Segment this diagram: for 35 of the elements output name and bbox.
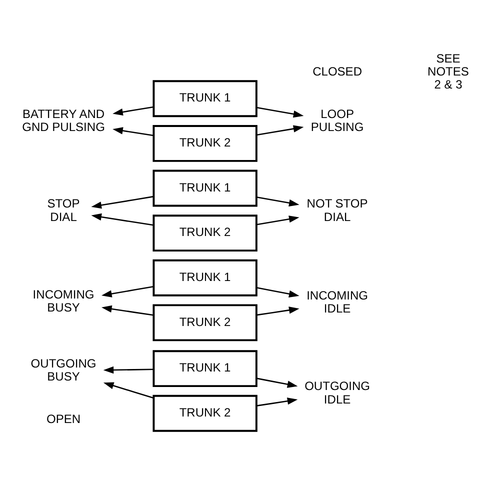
node-box: TRUNK 1	[152, 169, 258, 206]
node-box: TRUNK 2	[152, 394, 258, 432]
node-text: INCOMING BUSY	[32, 286, 94, 314]
arrow	[112, 106, 154, 116]
label: CLOSED	[312, 64, 362, 78]
arrow	[256, 124, 304, 136]
arrow	[112, 126, 154, 136]
node-text: OUTGOING BUSY	[30, 356, 96, 383]
label: OPEN	[46, 412, 81, 426]
arrow	[91, 195, 154, 208]
node-text: BATTERY AND GND PULSING	[22, 106, 105, 134]
arrow	[256, 377, 298, 388]
node-box: TRUNK 1	[152, 350, 258, 387]
node-text: NOT STOP DIAL	[306, 196, 368, 224]
node-box: TRUNK 2	[152, 214, 258, 252]
arrow	[256, 106, 304, 118]
arrow	[102, 285, 154, 297]
node-text: INCOMING IDLE	[306, 288, 368, 316]
label: SEE NOTES 2 & 3	[428, 50, 469, 92]
arrow	[101, 304, 154, 316]
arrow	[91, 212, 154, 226]
node-text: OUTGOING IDLE	[304, 378, 370, 406]
node-box: TRUNK 2	[152, 124, 258, 162]
arrow	[103, 366, 154, 374]
arrow	[256, 306, 300, 316]
node-text: LOOP PULSING	[310, 106, 364, 134]
arrow	[256, 215, 300, 225]
node-box: TRUNK 1	[152, 80, 258, 117]
node-box: TRUNK 2	[152, 304, 258, 341]
node-text: STOP DIAL	[47, 196, 80, 224]
arrow	[256, 397, 298, 406]
arrow	[103, 382, 154, 398]
node-box: TRUNK 1	[152, 258, 258, 296]
arrow	[256, 196, 300, 206]
arrow	[256, 286, 300, 297]
